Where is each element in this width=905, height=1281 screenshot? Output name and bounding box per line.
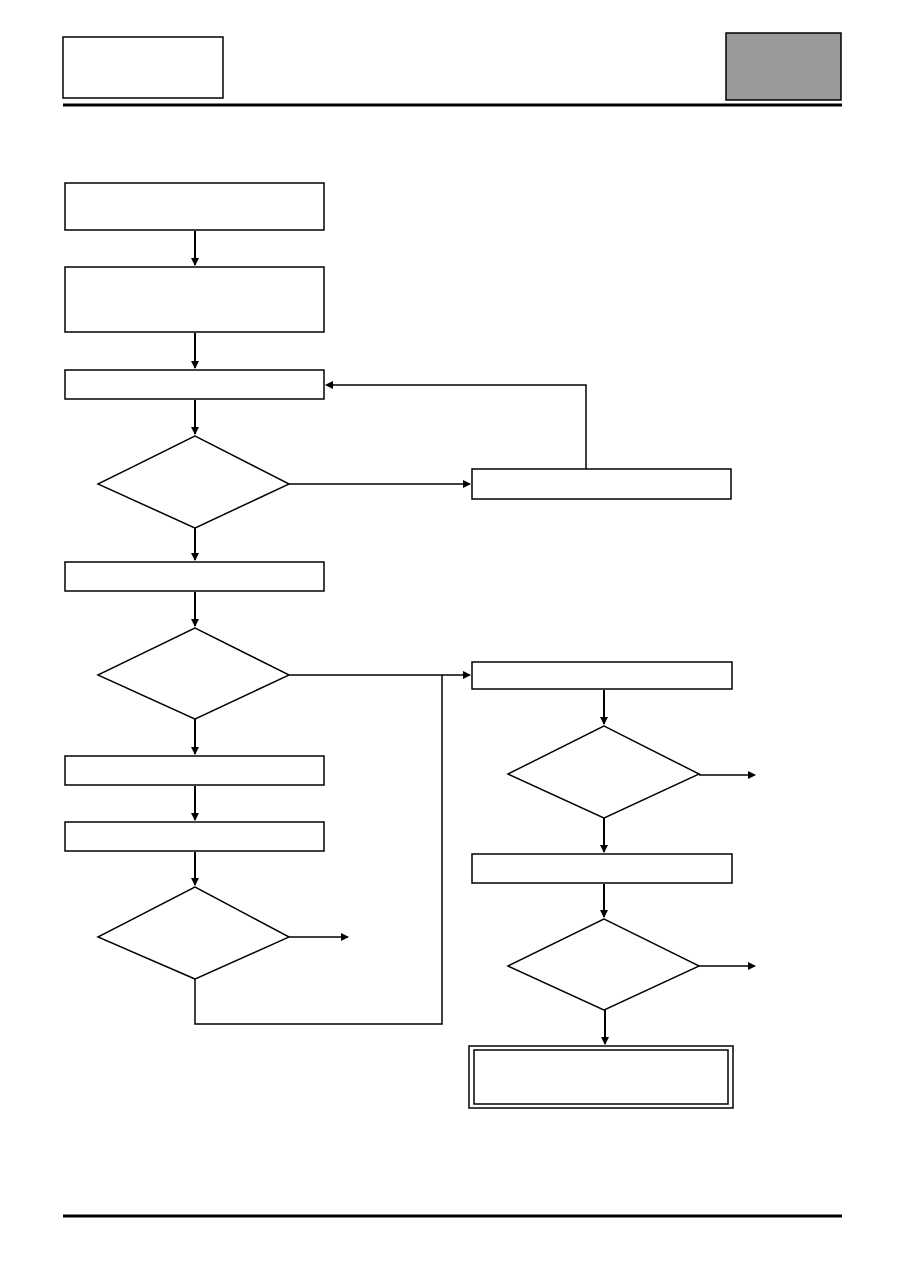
- decision-5: [506, 918, 701, 1011]
- decision-4: [506, 725, 701, 819]
- flow-connectors: [191, 231, 756, 1045]
- side-step-1: [471, 468, 732, 500]
- header-section-tab: [725, 32, 842, 101]
- page-header: [62, 32, 842, 107]
- decision-2: [96, 627, 291, 720]
- loop-decision3-to-side-step2: [194, 675, 443, 1025]
- flow-left-column: [64, 182, 325, 980]
- header-label-box: [62, 36, 224, 99]
- process-step-6: [64, 821, 325, 852]
- flow-right-column: [468, 468, 734, 1109]
- decision-1: [96, 435, 291, 529]
- loop-side-step1-to-step3: [325, 381, 587, 469]
- side-step-2: [471, 661, 733, 690]
- process-step-5: [64, 755, 325, 786]
- decision-3: [96, 886, 291, 980]
- side-step-3: [471, 853, 733, 884]
- terminal-box: [468, 1045, 734, 1109]
- process-step-3: [64, 369, 325, 400]
- process-step-4: [64, 561, 325, 592]
- process-step-1: [64, 182, 325, 231]
- process-step-2: [64, 266, 325, 333]
